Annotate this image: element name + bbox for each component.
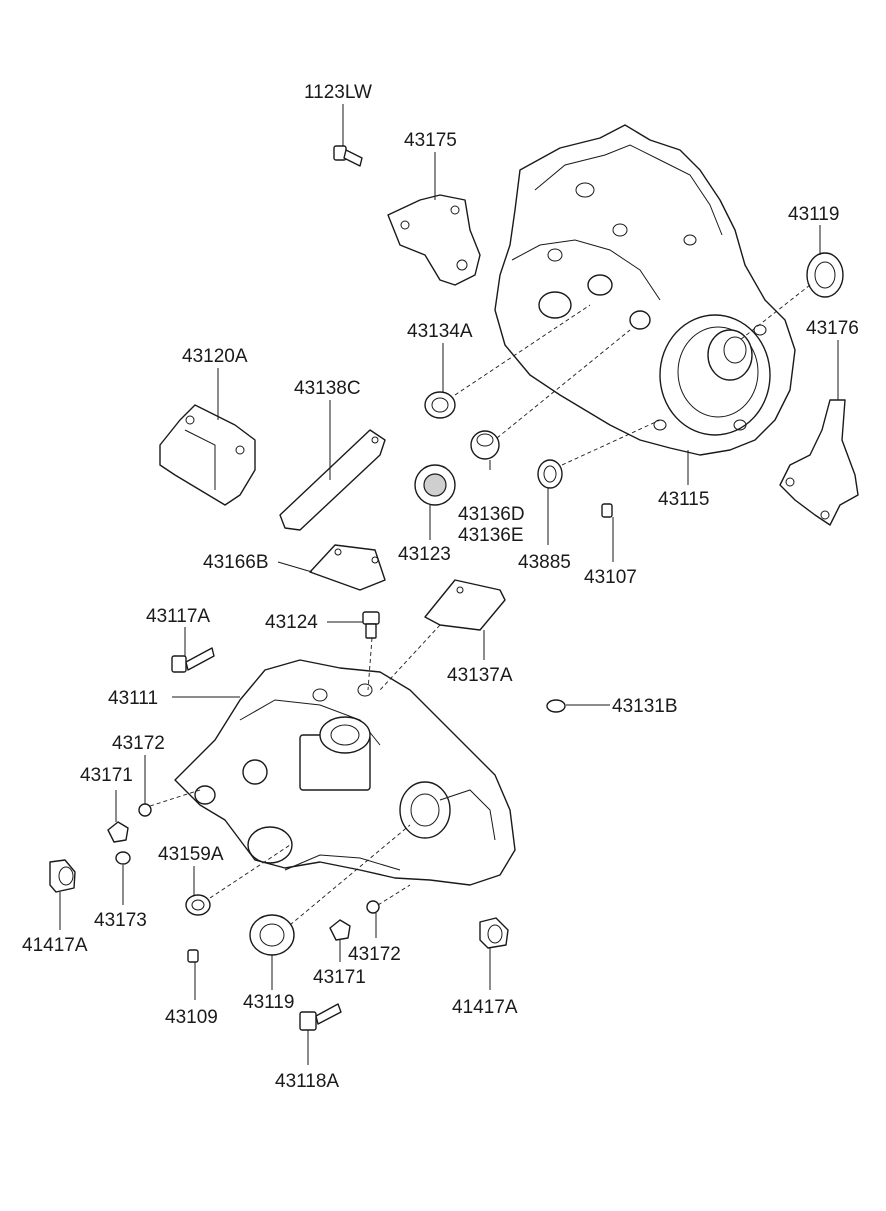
washer-43172-left[interactable] (138, 803, 152, 817)
bearing-43123[interactable] (414, 464, 456, 506)
oil-seal-43119-top[interactable] (806, 252, 844, 298)
label-43173: 43173 (94, 910, 147, 931)
label-43136D: 43136D (458, 504, 525, 525)
leader-lines (59, 104, 839, 1065)
oil-seal-43159A[interactable] (185, 894, 211, 916)
label-43175: 43175 (404, 130, 457, 151)
dowel-pin-43109[interactable] (187, 949, 199, 963)
label-43111: 43111 (108, 688, 158, 709)
washer-43172-bottom[interactable] (366, 900, 380, 914)
label-43115: 43115 (658, 489, 709, 510)
transmission-housing-43115[interactable] (494, 124, 796, 456)
label-43118A: 43118A (275, 1071, 339, 1092)
label-43131B: 43131B (612, 696, 678, 717)
plate-43166B[interactable] (309, 544, 386, 591)
plate-43138C[interactable] (279, 429, 386, 531)
washer-43173[interactable] (115, 851, 131, 865)
plug-43124[interactable] (362, 611, 380, 639)
label-43124: 43124 (265, 612, 318, 633)
label-41417A-right: 41417A (452, 997, 518, 1018)
label-43172-left: 43172 (112, 733, 165, 754)
plug-43171-left[interactable] (107, 821, 129, 843)
cap-43131B[interactable] (546, 699, 566, 713)
label-43107: 43107 (584, 567, 637, 588)
dowel-pin-43107[interactable] (601, 503, 613, 518)
label-43159A: 43159A (158, 844, 224, 865)
label-43137A: 43137A (447, 665, 513, 686)
label-43176: 43176 (806, 318, 859, 339)
label-43134A: 43134A (407, 321, 473, 342)
label-43136E: 43136E (458, 525, 524, 546)
assembly-lines (149, 284, 811, 926)
label-43172-bottom: 43172 (348, 944, 401, 965)
bracket-43175[interactable] (387, 194, 481, 286)
label-43117A: 43117A (146, 606, 210, 627)
plug-43171-bottom[interactable] (329, 919, 351, 941)
bolt-43117A[interactable] (171, 647, 215, 673)
oil-seal-43119-bottom[interactable] (249, 914, 295, 956)
label-43171-left: 43171 (80, 765, 133, 786)
cap-43136D-E[interactable] (470, 430, 500, 460)
plate-43137A[interactable] (424, 579, 506, 631)
label-43166B: 43166B (203, 552, 269, 573)
label-43123: 43123 (398, 544, 451, 565)
label-43138C: 43138C (294, 378, 361, 399)
plug-41417A-left[interactable] (49, 859, 76, 893)
oil-seal-43134A[interactable] (424, 391, 456, 419)
label-43885: 43885 (518, 552, 571, 573)
bracket-43120A[interactable] (159, 404, 256, 506)
part-labels: 1123LW 43175 43119 43176 43120A 43134A 4… (22, 82, 859, 1092)
label-43119-bottom: 43119 (243, 992, 294, 1013)
clutch-housing-43111[interactable] (174, 659, 516, 886)
plug-41417A-right[interactable] (479, 917, 509, 949)
label-43171-bottom: 43171 (313, 967, 366, 988)
label-41417A-left: 41417A (22, 935, 88, 956)
label-43120A: 43120A (182, 346, 248, 367)
bolt-43118A[interactable] (299, 1003, 342, 1031)
bolt-1123LW[interactable] (333, 145, 363, 167)
label-43119-top: 43119 (788, 204, 839, 225)
label-1123LW: 1123LW (304, 82, 372, 103)
ring-43885[interactable] (537, 459, 563, 489)
label-43109: 43109 (165, 1007, 218, 1028)
bracket-43176[interactable] (779, 399, 859, 526)
